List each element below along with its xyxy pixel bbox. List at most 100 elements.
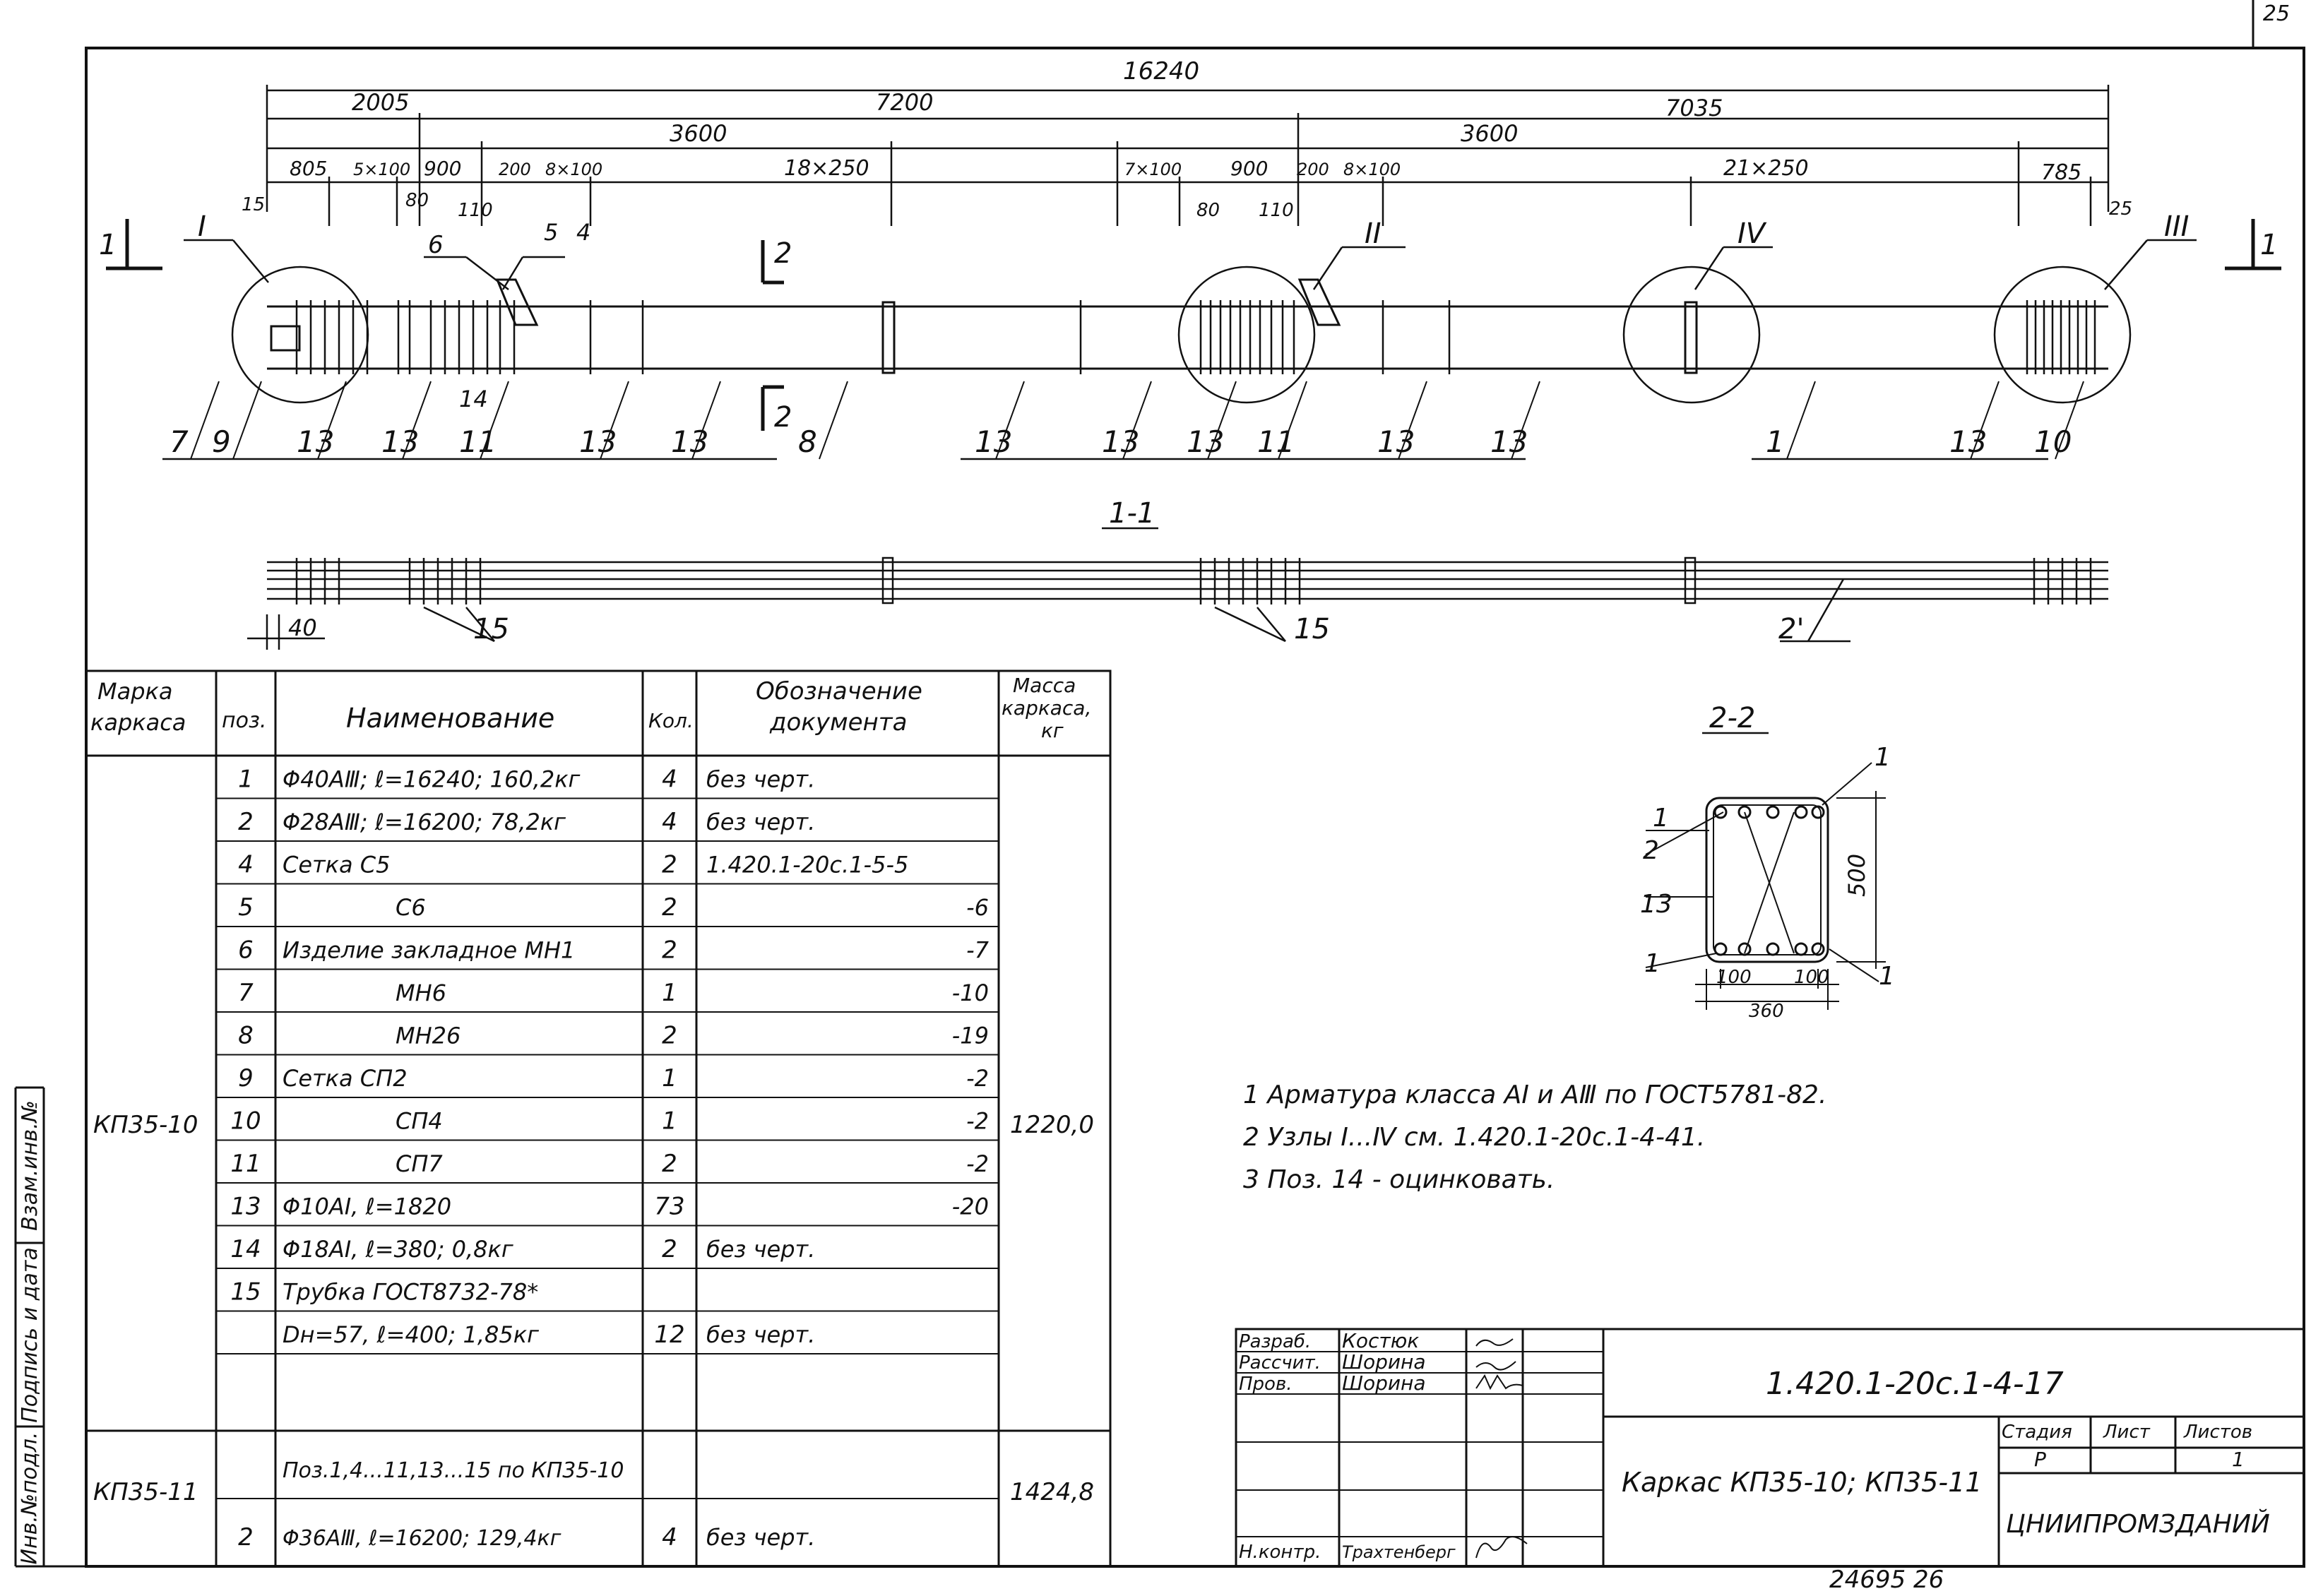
row-doc: -2: [966, 1150, 989, 1177]
dim-18x250: 18×250: [784, 156, 869, 181]
section-2-2-label-right-bottom: 1: [1879, 962, 1895, 991]
cut-label-left: 1: [99, 229, 117, 261]
row-name: Φ36АⅢ, ℓ=16200; 129,4кг: [283, 1526, 562, 1551]
row-pos: 7: [238, 979, 254, 1007]
side-label-vzam: Взам.инв.№: [17, 1100, 42, 1231]
organization: ЦНИИПРОМЗДАНИЙ: [2006, 1509, 2270, 1539]
header-pos: поз.: [222, 708, 266, 733]
section-1-1-drawing: [247, 556, 2108, 650]
dimension-chain: [266, 85, 2110, 226]
dim-5x100: 5×100: [353, 160, 410, 179]
row-pos: 6: [238, 936, 254, 965]
dim-middle: 7200: [876, 89, 933, 116]
header-mass-2: каркаса,: [1002, 696, 1091, 720]
position-callout: 1: [1766, 424, 1785, 459]
section-1-1-callout-15b: 15: [1294, 613, 1330, 645]
dim-40: 40: [288, 614, 317, 641]
name-1: Костюк: [1342, 1329, 1419, 1352]
page-number: 25: [2262, 1, 2290, 26]
sheets-value: 1: [2232, 1448, 2245, 1471]
row-qty: 1: [662, 979, 677, 1007]
header-doc-1: Обозначение: [756, 677, 922, 705]
row-qty: 1: [662, 1064, 677, 1092]
row-qty: 2: [662, 851, 677, 879]
node-circle-2: [1177, 266, 1316, 404]
position-leader: [190, 381, 220, 460]
position-leader: [402, 381, 432, 460]
row-name: СП7: [396, 1150, 443, 1177]
group2-mass: 1424,8: [1010, 1478, 1094, 1506]
row-name: Сетка СП2: [283, 1065, 408, 1092]
row-pos: 4: [238, 851, 254, 879]
node-circle-4: [1622, 266, 1761, 404]
embedded-plate-mn26-a: [881, 301, 896, 374]
dim-25: 25: [2109, 198, 2132, 220]
row-doc: -6: [966, 894, 989, 921]
dim-8x100b: 8×100: [1343, 160, 1401, 179]
position-callout: 8: [798, 424, 817, 459]
node-label-3: III: [2164, 210, 2189, 243]
signature-ncontr: [1475, 1536, 1528, 1559]
beam-stirrups: [295, 300, 2096, 374]
row-doc: -7: [966, 937, 990, 964]
row-name: Dн=57, ℓ=400; 1,85кг: [283, 1321, 539, 1348]
position-leader: [2055, 381, 2084, 460]
row-pos: 5: [238, 893, 254, 922]
role-3: Пров.: [1239, 1374, 1293, 1395]
role-ncontr: Н.контр.: [1239, 1542, 1321, 1563]
section-2-2-label-left-bottom: 1: [1644, 949, 1661, 978]
dim-200a: 200: [499, 160, 531, 179]
row-doc: без черт.: [706, 1321, 815, 1348]
stage-value: Р: [2034, 1448, 2046, 1471]
side-label-sign: Подпись и дата: [17, 1246, 42, 1423]
row-pos: 1: [238, 766, 254, 794]
row-qty: 4: [662, 808, 677, 836]
row-pos: 2: [238, 1523, 254, 1552]
row-qty: 73: [654, 1193, 684, 1221]
position-leader: [1207, 381, 1237, 460]
row-doc: -19: [952, 1023, 989, 1049]
dim-80b: 80: [1196, 200, 1220, 221]
section-2-2-label-left-13: 13: [1640, 890, 1673, 919]
position-leader: [600, 381, 629, 460]
stage-label: Стадия: [2002, 1422, 2072, 1443]
dim-110b: 110: [1259, 200, 1294, 221]
node-circle-1: [231, 266, 369, 404]
row-pos: 15: [230, 1278, 261, 1306]
position-leader: [691, 381, 721, 460]
dim-900a: 900: [424, 157, 461, 180]
role-2: Рассчит.: [1239, 1352, 1321, 1374]
signature-3: [1475, 1374, 1523, 1390]
dim-span-right: 3600: [1461, 120, 1518, 147]
dim-15: 15: [242, 194, 265, 215]
sheets-label: Листов: [2183, 1422, 2252, 1443]
row-doc: -10: [952, 979, 989, 1006]
header-mass-1: Масса: [1013, 674, 1076, 697]
row-doc: -20: [952, 1193, 989, 1220]
callout-6: 6: [428, 231, 444, 259]
note-1: 1 Арматура класса АⅠ и АⅢ по ГОСТ5781-82…: [1243, 1080, 1826, 1109]
embedded-plate-mn26-b: [1684, 301, 1698, 374]
section-mark-top: 2: [774, 237, 792, 270]
dim-900b: 900: [1230, 157, 1268, 180]
header-mark-2: каркаса: [90, 709, 186, 736]
row-name: МН26: [396, 1023, 461, 1049]
title-block-grid: [1235, 1328, 2305, 1568]
row-pos: 9: [238, 1064, 254, 1092]
row-qty: 2: [662, 1022, 677, 1050]
row-name: Φ40АⅢ; ℓ=16240; 160,2кг: [283, 766, 581, 793]
position-leader: [480, 381, 509, 460]
position-leader: [317, 381, 347, 460]
name-ncontr: Трахтенберг: [1342, 1542, 1456, 1562]
node-label-2: II: [1365, 218, 1382, 250]
node-circle-3: [1993, 266, 2132, 404]
header-doc-2: документа: [769, 708, 907, 737]
row-doc: без черт.: [706, 766, 815, 793]
section-2-2-label-left-1: 1: [1653, 804, 1669, 833]
bottom-code: 24695 26: [1829, 1566, 1944, 1594]
position-leader: [232, 381, 262, 460]
signature-1: [1475, 1338, 1514, 1347]
row-name: Поз.1,4...11,13...15 по КП35-10: [283, 1458, 624, 1483]
section-1-1-callout-15a: 15: [473, 613, 509, 645]
